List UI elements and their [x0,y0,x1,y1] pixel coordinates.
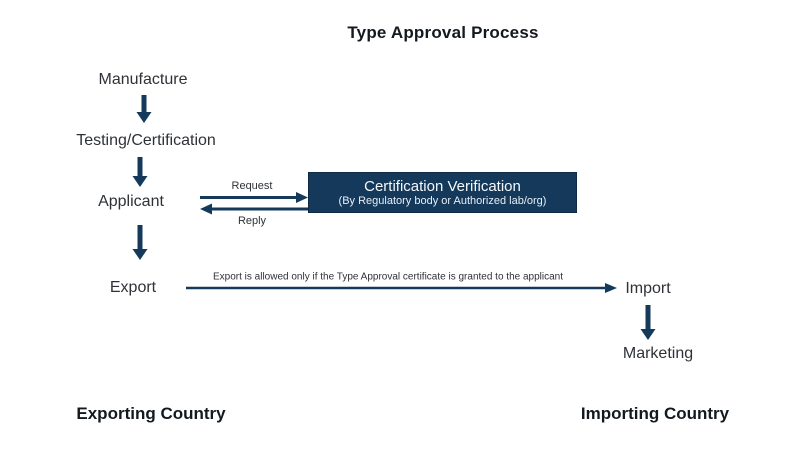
exporting-country-label: Exporting Country [76,404,226,423]
node-import: Import [625,280,671,297]
arrow-import-to-marketing [640,305,656,340]
importing-country-label: Importing Country [580,404,730,423]
arrow-export-to-import [186,283,617,293]
node-applicant: Applicant [98,193,164,210]
arrow-request [200,192,308,203]
node-marketing: Marketing [622,345,694,362]
node-export: Export [109,279,157,296]
reply-label: Reply [237,215,267,227]
certification-verification-box: Certification Verification (By Regulator… [308,172,577,213]
arrow-reply [200,203,308,215]
arrow-testing-to-applicant [132,157,148,187]
diagram-title: Type Approval Process [347,23,539,42]
request-label: Request [231,180,273,192]
export-condition-label: Export is allowed only if the Type Appro… [212,271,564,283]
node-manufacture: Manufacture [98,71,188,88]
certification-verification-subtitle: (By Regulatory body or Authorized lab/or… [338,194,547,207]
node-testing-certification: Testing/Certification [76,132,216,149]
arrow-applicant-to-export [132,225,148,260]
arrow-manufacture-to-testing [136,95,152,123]
certification-verification-title: Certification Verification [364,177,521,195]
